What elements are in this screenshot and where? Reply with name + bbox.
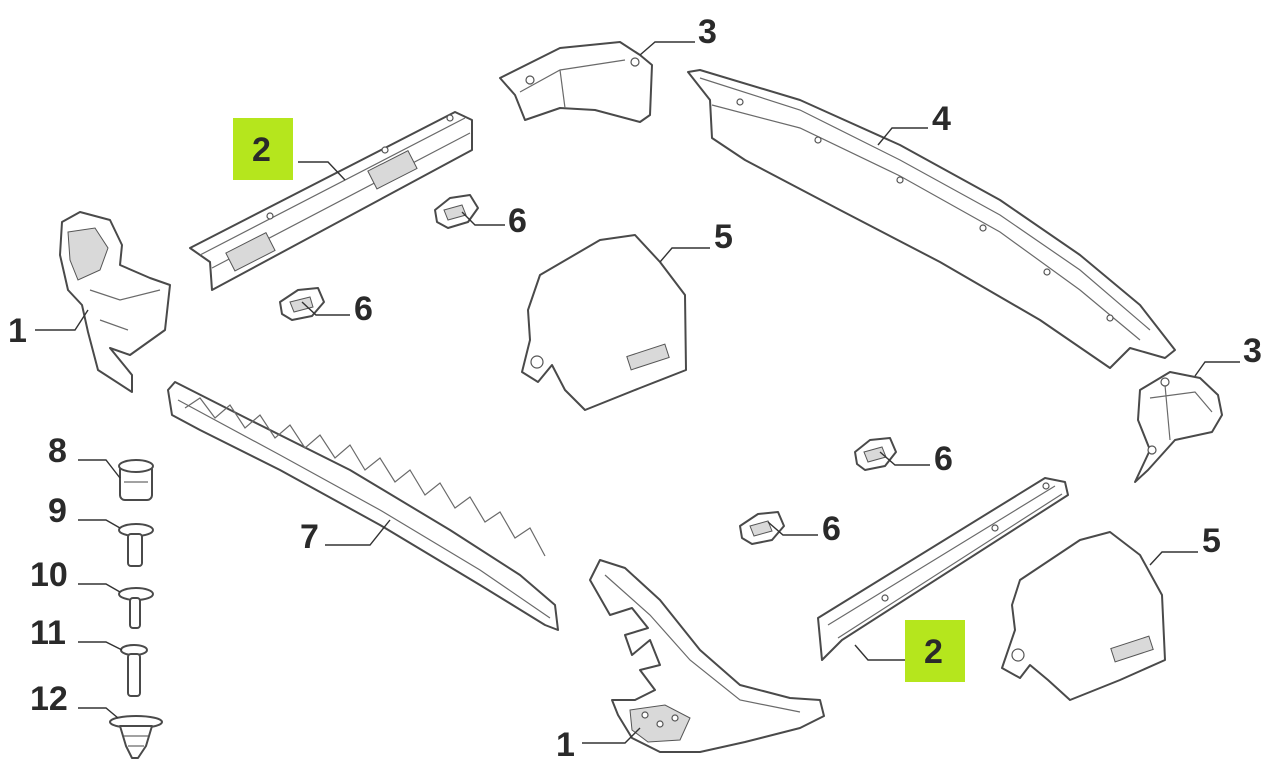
callout-5-lower: 5 <box>1202 522 1221 560</box>
callout-3-right: 3 <box>1243 332 1262 370</box>
callout-2-upper: 2 <box>252 131 271 169</box>
part-3-right-bracket <box>1134 371 1223 483</box>
part-1-left-bracket <box>59 211 171 393</box>
part-5-upper-panel <box>521 234 687 411</box>
part-7-long-strip <box>167 381 559 631</box>
callout-4: 4 <box>932 100 951 138</box>
callout-9: 9 <box>48 492 67 530</box>
callout-1-bottom: 1 <box>556 726 575 764</box>
highlight-box-2-lower <box>905 620 965 682</box>
callout-8: 8 <box>48 432 67 470</box>
callout-3-top: 3 <box>698 13 717 51</box>
callout-6-right-lower: 6 <box>822 510 841 548</box>
callout-12: 12 <box>30 680 68 718</box>
callout-1-left: 1 <box>8 312 27 350</box>
callout-6-right-upper: 6 <box>934 440 953 478</box>
part-5-lower-panel <box>1001 531 1166 701</box>
part-1-lower-bracket <box>589 559 825 753</box>
part-6-clip-right-lower <box>739 511 785 545</box>
part-11-screw <box>120 644 148 697</box>
part-2-lower-rail <box>817 477 1069 661</box>
callout-11: 11 <box>30 614 66 652</box>
part-6-clip-right-upper <box>854 437 897 471</box>
callout-7: 7 <box>300 518 319 556</box>
callout-10: 10 <box>30 556 68 594</box>
callout-6-upper: 6 <box>508 202 527 240</box>
callout-5-upper: 5 <box>714 218 733 256</box>
part-9-pin <box>118 523 154 567</box>
callout-2-lower: 2 <box>924 633 943 671</box>
part-10-pin <box>118 587 154 629</box>
part-12-clip <box>109 715 163 759</box>
part-3-top-bracket <box>499 41 653 123</box>
part-8-nut <box>118 459 154 501</box>
callout-6-left: 6 <box>354 290 373 328</box>
callout-labels: 1 1 2 2 3 3 4 5 5 6 6 6 6 7 8 9 10 11 12 <box>8 13 1262 764</box>
highlight-box-2-upper <box>233 118 293 180</box>
part-2-upper-rail <box>189 111 473 291</box>
part-6-clip-upper <box>434 194 479 229</box>
leader-lines <box>35 41 1240 744</box>
